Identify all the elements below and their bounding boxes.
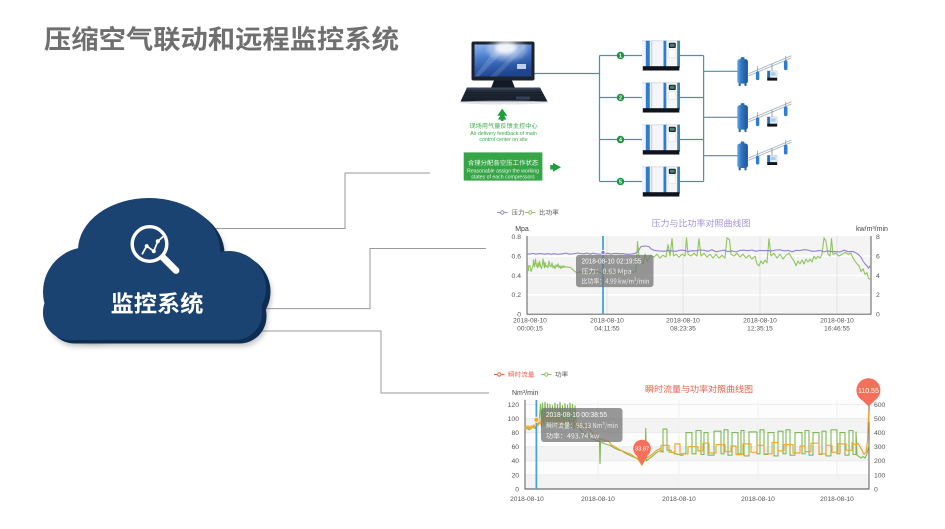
svg-text:300: 300 xyxy=(874,444,886,451)
svg-text:2018-08-10: 2018-08-10 xyxy=(590,318,624,325)
svg-text:Reasonable assign the working: Reasonable assign the working xyxy=(467,169,539,175)
svg-text:04:11:55: 04:11:55 xyxy=(594,326,620,333)
svg-text:0: 0 xyxy=(874,486,878,493)
svg-text:08:23:35: 08:23:35 xyxy=(670,326,696,333)
svg-text:5: 5 xyxy=(619,179,622,185)
svg-text:Mpa: Mpa xyxy=(515,226,529,233)
svg-text:6: 6 xyxy=(876,254,880,261)
svg-text:2018-08-10: 2018-08-10 xyxy=(510,496,544,503)
svg-text:0: 0 xyxy=(515,486,519,493)
svg-text:2018-08-10: 2018-08-10 xyxy=(666,318,700,325)
svg-text:0: 0 xyxy=(517,312,521,319)
svg-text:2018-08-10: 2018-08-10 xyxy=(743,318,777,325)
svg-text:2: 2 xyxy=(619,95,622,101)
svg-text:600: 600 xyxy=(874,402,886,409)
svg-text:2: 2 xyxy=(876,292,880,299)
svg-text:12:35:15: 12:35:15 xyxy=(747,326,773,333)
svg-text:2018-08-10 00:38:55: 2018-08-10 00:38:55 xyxy=(546,412,607,419)
svg-text:120: 120 xyxy=(508,402,520,409)
svg-text:2018-08-10: 2018-08-10 xyxy=(662,496,696,503)
svg-text:0.8: 0.8 xyxy=(512,234,522,241)
svg-text:kw/m³/min: kw/m³/min xyxy=(856,226,888,233)
svg-text:4: 4 xyxy=(619,137,622,143)
svg-text:2018-08-10: 2018-08-10 xyxy=(581,496,615,503)
svg-text:60: 60 xyxy=(511,444,519,451)
svg-text:40: 40 xyxy=(511,458,519,465)
svg-text:100: 100 xyxy=(508,416,520,423)
svg-text:0.4: 0.4 xyxy=(512,273,522,280)
svg-text:33.87: 33.87 xyxy=(635,447,649,453)
svg-text:control center on site: control center on site xyxy=(479,137,527,143)
svg-text:0: 0 xyxy=(876,312,880,319)
svg-text:Nm³/min: Nm³/min xyxy=(512,390,539,397)
svg-text:20: 20 xyxy=(511,472,519,479)
svg-text:0.6: 0.6 xyxy=(512,254,522,261)
svg-text:200: 200 xyxy=(874,458,886,465)
svg-text:16:46:55: 16:46:55 xyxy=(824,326,850,333)
svg-text:2018-08-10 02:19:55: 2018-08-10 02:19:55 xyxy=(582,259,642,266)
svg-text:Air delivery feedback of main: Air delivery feedback of main xyxy=(470,131,537,137)
svg-text:1: 1 xyxy=(619,53,622,59)
svg-text:00:00:15: 00:00:15 xyxy=(517,326,543,333)
svg-text:4: 4 xyxy=(876,273,880,280)
svg-text:110.55: 110.55 xyxy=(858,388,879,395)
svg-text:80: 80 xyxy=(511,430,519,437)
svg-text:2018-08-10: 2018-08-10 xyxy=(513,318,547,325)
svg-text:states of each compressors: states of each compressors xyxy=(471,175,535,181)
svg-text:400: 400 xyxy=(874,430,886,437)
svg-text:2018-08-10: 2018-08-10 xyxy=(820,318,854,325)
svg-text:2018-08-10: 2018-08-10 xyxy=(741,496,775,503)
svg-text:500: 500 xyxy=(874,416,886,423)
svg-text:8: 8 xyxy=(876,234,880,241)
svg-text:0.2: 0.2 xyxy=(512,292,522,299)
svg-text:2018-08-10: 2018-08-10 xyxy=(820,496,854,503)
svg-text:100: 100 xyxy=(874,472,886,479)
